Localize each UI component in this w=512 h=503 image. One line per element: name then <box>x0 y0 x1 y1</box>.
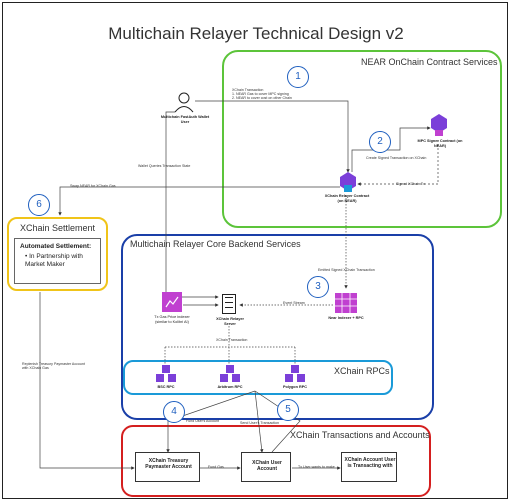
edge-label-xchain-transaction: XChain Transaction <box>216 338 248 342</box>
edge-label-xchain-tx: XChain Transaction 1. NEAR Gas to cover … <box>232 88 292 100</box>
relayer-contract-label: XChain Relayer Contract (on NEAR) <box>324 194 370 203</box>
user-icon <box>174 92 194 113</box>
step-1: 1 <box>287 66 309 88</box>
settlement-card: Automated Settlement: • In Partnership w… <box>14 238 101 284</box>
paymaster-account-label: XChain Treasury Paymaster Account <box>145 458 192 470</box>
step-6: 6 <box>28 194 50 216</box>
group-tx-accounts-title: XChain Transactions and Accounts <box>290 430 430 440</box>
edge-label-signed-xchain-tx: Signed XChain Tx <box>396 182 425 186</box>
edge-label-xchain-tx-line1: 1. NEAR Gas to cover MPC signing <box>232 92 289 97</box>
user-account-label: XChain User Account <box>252 460 282 472</box>
mpc-signer-icon <box>431 114 447 136</box>
group-near <box>222 50 502 228</box>
group-rpcs <box>123 360 393 395</box>
edge-relayer-to-mpc <box>351 126 431 172</box>
group-core <box>121 234 434 420</box>
edge-label-signed-tx-mpc: Create Signed Transaction on XChain <box>366 156 427 160</box>
step-4: 4 <box>163 401 185 423</box>
user-label: Multichain FastAuth Wallet User <box>160 115 210 124</box>
indexer-icon <box>335 293 357 313</box>
group-rpcs-title: XChain RPCs <box>334 366 390 376</box>
arbitrum-rpc-icon <box>220 365 240 382</box>
group-tx-accounts <box>121 425 431 497</box>
edge-send-tx <box>254 390 264 453</box>
group-settlement <box>7 217 108 291</box>
mpc-signer-label: MPC Signer Contract (on NEAR) <box>417 139 463 148</box>
target-account-card: XChain Account User is Transacting with <box>341 452 397 482</box>
bsc-rpc-icon <box>156 365 176 382</box>
edge-label-wallet-queries: Wallet Queries Transaction State <box>138 164 191 168</box>
diagram-frame <box>2 2 508 499</box>
step-3: 3 <box>307 276 329 298</box>
gas-price-label: Tx Gas Price indexer (similar to Kolibri… <box>154 315 190 324</box>
relayer-server-label: XChain Relayer Server <box>216 317 244 326</box>
edge-swap-near <box>58 186 340 216</box>
step-2: 2 <box>369 131 391 153</box>
edge-label-emitted: Emitted Signed XChain Transaction <box>318 268 375 272</box>
edge-label-swap-near: Swap NEAR for XChain Gas <box>70 184 116 188</box>
edge-label-event-stream: Event Stream <box>283 301 305 305</box>
settlement-bullet: • In Partnership with Market Maker <box>25 253 97 270</box>
settlement-heading: Automated Settlement: <box>20 243 92 250</box>
polygon-rpc-icon <box>285 365 305 382</box>
polygon-rpc-label: Polygon RPC <box>282 385 308 389</box>
edge-label-fund-gas: Fund Gas <box>208 465 224 469</box>
edge-label-replenish-text: Replenish Treasury Paymaster Account wit… <box>22 362 85 371</box>
group-near-title: NEAR OnChain Contract Services <box>361 57 498 67</box>
edge-label-xchain-tx-title: XChain Transaction <box>232 88 264 92</box>
user-account-card: XChain User Account <box>241 452 291 482</box>
gas-price-icon <box>162 292 182 312</box>
edge-replenish <box>39 292 135 470</box>
bsc-rpc-label: BSC RPC <box>157 385 175 389</box>
step-5: 5 <box>277 399 299 421</box>
relayer-contract-icon <box>340 172 356 192</box>
paymaster-account-card: XChain Treasury Paymaster Account <box>135 452 200 482</box>
edge-xchain-transaction <box>164 326 296 365</box>
edge-label-tx-user-wants: Tx User wants to make <box>298 465 335 469</box>
relayer-server-icon <box>222 294 236 314</box>
bullet-dot: • <box>25 253 30 260</box>
edge-wallet-queries <box>165 111 219 299</box>
edge-label-fund-users: Fund User's Account <box>186 419 220 423</box>
edge-label-replenish: Replenish Treasury Paymaster Account wit… <box>22 362 92 370</box>
indexer-label: Near Indexer + RPC <box>328 316 364 320</box>
edge-user-to-relayer-contract <box>195 100 350 173</box>
edge-send-tx-b <box>254 390 301 453</box>
group-settlement-title: XChain Settlement <box>20 223 96 233</box>
edge-label-xchain-tx-line2: 2. NEAR to cover cost on other Chain <box>232 96 292 101</box>
diagram-title: Multichain Relayer Technical Design v2 <box>108 24 404 43</box>
group-core-title: Multichain Relayer Core Backend Services <box>130 239 301 249</box>
arbitrum-rpc-label: Arbitrum RPC <box>217 385 243 389</box>
edge-label-send-tx: Send User's Transaction <box>240 421 280 425</box>
edge-mpc-to-relayer <box>357 140 439 186</box>
target-account-label: XChain Account User is Transacting with <box>344 457 396 469</box>
settlement-bullet-text: In Partnership with Market Maker <box>25 253 83 269</box>
